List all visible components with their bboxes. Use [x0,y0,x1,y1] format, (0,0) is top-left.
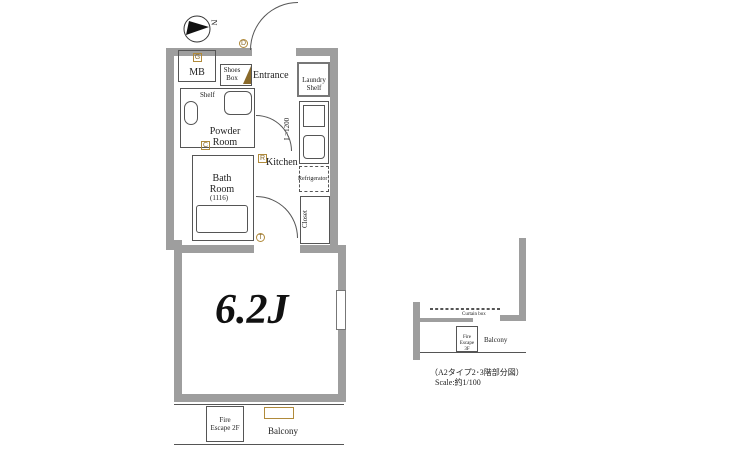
inset-fire-escape [456,326,478,352]
shelf-label: Shelf [200,91,215,99]
kitchen-counter [299,101,329,164]
bathtub [196,205,248,233]
aircon-unit [264,407,294,419]
sink [224,91,252,115]
inset-scale: Scale:約1/100 [435,378,481,387]
fire-escape-hatch [206,406,244,442]
balcony-label: Balcony [268,426,298,436]
mb-label: MB [189,67,205,78]
inset-title: （A2タイプ2･3階部分図） [430,368,524,377]
inset-wall [519,238,526,316]
powder-room [180,88,255,148]
inset-curtain-box [430,308,500,310]
inset-curtain-label: Curtain box [462,312,486,317]
stove [303,105,325,127]
wall [174,245,254,253]
living-window [336,290,346,330]
refrigerator-space [299,166,329,192]
inset-balcony-label: Balcony [484,336,508,344]
wall [174,394,346,402]
inset-wall [413,302,420,360]
entrance-label: Entrance [253,70,289,81]
inset-rail [420,352,526,353]
shoes-box-label: Shoes Box [223,66,241,82]
laundry-shelf [297,62,330,97]
gas-tag: G [193,53,202,62]
kitchen-sink [303,135,325,159]
inset-wall [413,318,473,322]
refrigerator-label: Refrigerator [298,176,328,182]
closet-label: Closet [300,210,309,228]
wall [300,245,346,253]
kitchen-label: Kitchen [266,157,298,168]
bath-room-label: Bath Room [209,173,235,195]
closet[interactable] [300,196,330,244]
powder-room-label: Powder Room [209,126,241,148]
wall [330,48,338,250]
balcony-rail [174,404,344,405]
compass-north-label: N [209,19,219,26]
balcony-rail [174,444,344,445]
toilet [184,101,198,125]
wall [166,48,174,248]
fire-escape-label: Fire Escape 2F [210,416,240,432]
inset-wall [500,315,526,321]
entrance-door[interactable] [250,2,298,50]
laundry-label: Laundry Shelf [302,76,326,92]
wall [166,48,252,56]
shoes-box [220,64,252,86]
bath-size-label: (1116) [210,194,229,202]
compass-icon [183,15,211,43]
interior-door[interactable] [256,196,298,238]
shoes-box-door [243,66,251,84]
wall [296,48,338,56]
r-tag: R [258,154,267,163]
living-room-size: 6.2J [215,287,289,333]
c-tag: C [201,141,210,150]
mb-room [178,50,216,82]
door-tag: D [239,39,248,48]
inset-fire-escape-label: Fire Escape 3F [459,335,475,352]
wall [174,240,182,400]
bath-room [192,155,254,241]
